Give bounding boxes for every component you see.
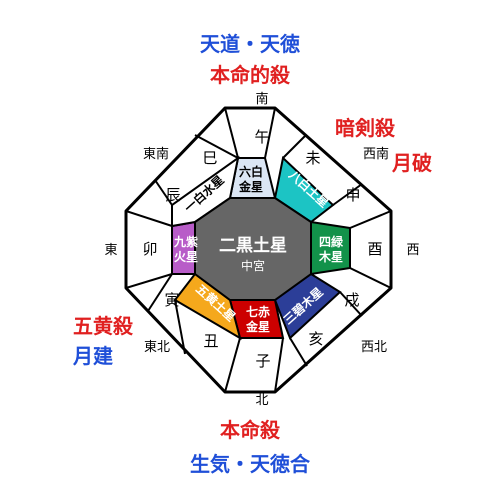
dir-nw: 西北 <box>361 340 387 355</box>
center-palace: 中宮 <box>241 258 265 273</box>
bottom-annotation-line2: 生気・天徳合 <box>190 452 310 476</box>
star-w-line1: 四緑 <box>319 234 344 249</box>
zodiac-shen: 申 <box>345 186 360 204</box>
zodiac-mao: 卯 <box>142 240 157 258</box>
zodiac-chen: 辰 <box>165 186 180 204</box>
dir-sw: 西南 <box>363 146 389 162</box>
dir-n: 北 <box>255 393 268 408</box>
zodiac-you: 酉 <box>367 240 382 258</box>
dir-ne: 東北 <box>144 339 170 355</box>
star-s-line1: 六白 <box>239 164 263 179</box>
star-w-line2: 木星 <box>318 249 343 264</box>
zodiac-chou: 丑 <box>203 332 218 350</box>
right-annotation-line2: 月破 <box>392 151 432 175</box>
zodiac-xu: 戌 <box>344 291 359 309</box>
zodiac-hai: 亥 <box>308 330 323 348</box>
center-octagon <box>194 197 312 301</box>
zodiac-si: 巳 <box>202 149 217 167</box>
right-annotation-line1: 暗剣殺 <box>335 116 395 140</box>
zodiac-wu: 午 <box>254 128 269 146</box>
star-s-line2: 金星 <box>238 179 263 194</box>
dir-e: 東 <box>104 242 117 258</box>
zodiac-wei: 未 <box>305 149 320 167</box>
star-n-line2: 金星 <box>245 319 270 334</box>
star-sector-se <box>171 155 240 228</box>
dir-se: 東南 <box>143 146 169 162</box>
zodiac-zi: 子 <box>255 352 270 370</box>
star-n-line1: 七赤 <box>246 304 270 319</box>
ring-dividers <box>125 107 392 393</box>
left-annotation-line1: 五黄殺 <box>73 314 133 338</box>
dir-w: 西 <box>406 243 419 258</box>
dir-s: 南 <box>255 91 268 107</box>
zodiac-yin: 寅 <box>164 291 179 309</box>
center-star: 二黒土星 <box>219 235 287 256</box>
left-annotation-line2: 月建 <box>73 344 113 368</box>
top-annotation-line2: 本命的殺 <box>210 63 290 87</box>
top-annotation-line1: 天道・天徳 <box>200 32 300 56</box>
star-e-line2: 火星 <box>174 250 198 264</box>
bottom-annotation-line1: 本命殺 <box>220 418 280 442</box>
star-e-line1: 九紫 <box>173 234 198 249</box>
